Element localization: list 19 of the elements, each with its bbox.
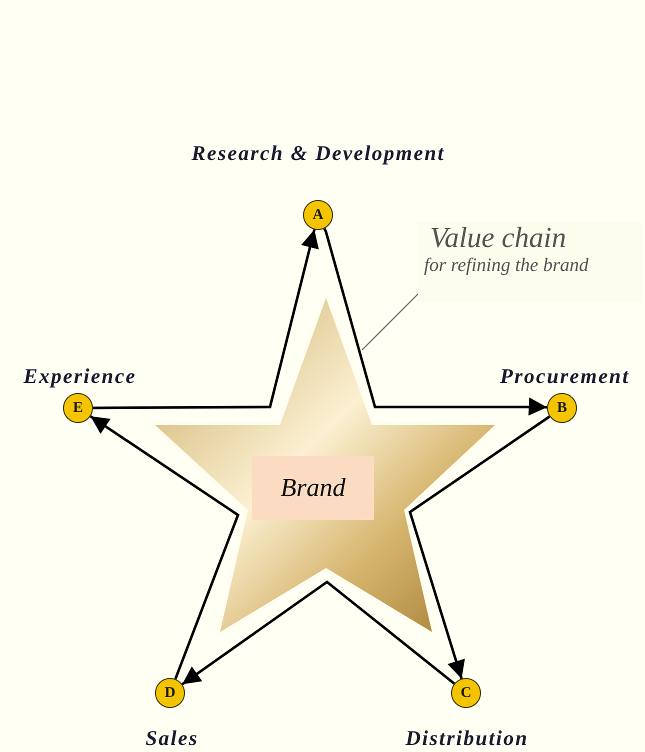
callout-subtitle: for refining the brand xyxy=(424,255,590,277)
stage-label: Sales xyxy=(146,726,199,750)
letter-circle: B xyxy=(547,393,577,423)
stage-label: Research & Development xyxy=(192,140,445,166)
callout-heading: Value chain xyxy=(430,222,568,255)
stage-label: Procurement xyxy=(500,364,630,388)
arrow xyxy=(181,580,456,686)
arrow xyxy=(323,228,548,416)
arrow xyxy=(90,415,240,680)
arrow xyxy=(408,415,550,680)
leader-line xyxy=(362,294,418,350)
letter-circle: E xyxy=(63,393,93,423)
stage-label: Experience xyxy=(24,364,136,388)
letter-circle: D xyxy=(155,678,185,708)
star-label: Brand xyxy=(252,456,374,520)
arrow xyxy=(93,229,319,410)
letter-circle: C xyxy=(451,678,481,708)
stage-label: Distribution xyxy=(406,726,529,750)
letter-circle: A xyxy=(303,200,333,230)
